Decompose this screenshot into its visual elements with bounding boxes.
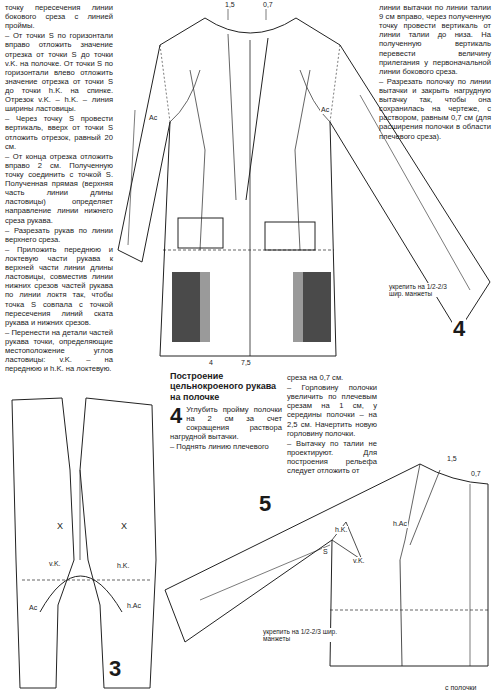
instruction-note: укрепить на 1/2-2/3 шир. манжеты <box>262 628 344 642</box>
body-text: – Поднять линию плечевого <box>170 442 282 451</box>
text-column: Построение цельнокроеного рукава на поло… <box>170 371 282 453</box>
body-text: – Приложить переднюю и локтевую части ру… <box>5 245 113 327</box>
point-label: 1,5 <box>446 455 458 463</box>
front-with-sleeve <box>165 464 488 666</box>
point-label: X <box>56 522 64 532</box>
point-label: v.K. <box>48 560 62 568</box>
text-column: точку пересечения линии бокового среза с… <box>5 3 113 374</box>
text-column: линии вытачки по линии талии 9 см вправо… <box>379 3 491 142</box>
sleeve-pieces <box>12 398 156 688</box>
figure-number: 4 <box>170 405 182 427</box>
point-label: h.Ac <box>126 602 142 610</box>
body-text: Углубить пройму полочки на 2 см за счет … <box>170 405 282 441</box>
body-text: – От точки S по горизонтали вправо отлож… <box>5 31 113 113</box>
body-text: – Вытачку по талии не проектируют. Для п… <box>287 439 377 475</box>
point-label: 1,5 <box>224 1 236 9</box>
point-label: S <box>322 548 329 556</box>
figure-number: 5 <box>258 493 272 515</box>
figure-number: 3 <box>108 658 122 680</box>
body-text: – От конца отрезка отложить вправо 2 см.… <box>5 152 113 225</box>
point-label: h.K. <box>334 526 348 534</box>
point-label: Ac <box>320 106 330 114</box>
point-label: Ac <box>28 604 38 612</box>
point-label: 4 <box>208 359 214 367</box>
figure-number: 4 <box>452 318 466 340</box>
body-text: точку пересечения линии бокового среза с… <box>5 3 113 30</box>
point-label: c полочки <box>444 684 478 692</box>
text-column: среза на 0,7 см.– Горловину полочки увел… <box>287 373 377 476</box>
body-text: среза на 0,7 см. <box>287 373 377 382</box>
body-text: – Разрезать полочку по линии вытачки и з… <box>379 77 491 141</box>
instruction-note: укрепить на 1/2-2/3 шир. манжеты <box>388 283 462 297</box>
point-label: X <box>120 522 128 532</box>
section-heading: Построение цельнокроеного рукава на поло… <box>170 371 282 402</box>
point-label: 0,7 <box>470 470 482 478</box>
body-text: – Перенести на детали частей рукава точк… <box>5 328 113 374</box>
point-label: 7,5 <box>240 359 252 367</box>
point-label: v.K. <box>352 557 366 565</box>
point-label: h.K. <box>116 562 130 570</box>
body-text: – Разрезать рукав по линии верхнего срез… <box>5 226 113 244</box>
body-text: – Горловину полочки увеличить по плечевы… <box>287 383 377 438</box>
point-label: 0,7 <box>262 1 274 9</box>
body-text: – Через точку S провести вертикаль, ввер… <box>5 114 113 150</box>
body-text: линии вытачки по линии талии 9 см вправо… <box>379 3 491 76</box>
point-label: Ac <box>148 114 158 122</box>
point-label: h.Ac <box>392 520 408 528</box>
